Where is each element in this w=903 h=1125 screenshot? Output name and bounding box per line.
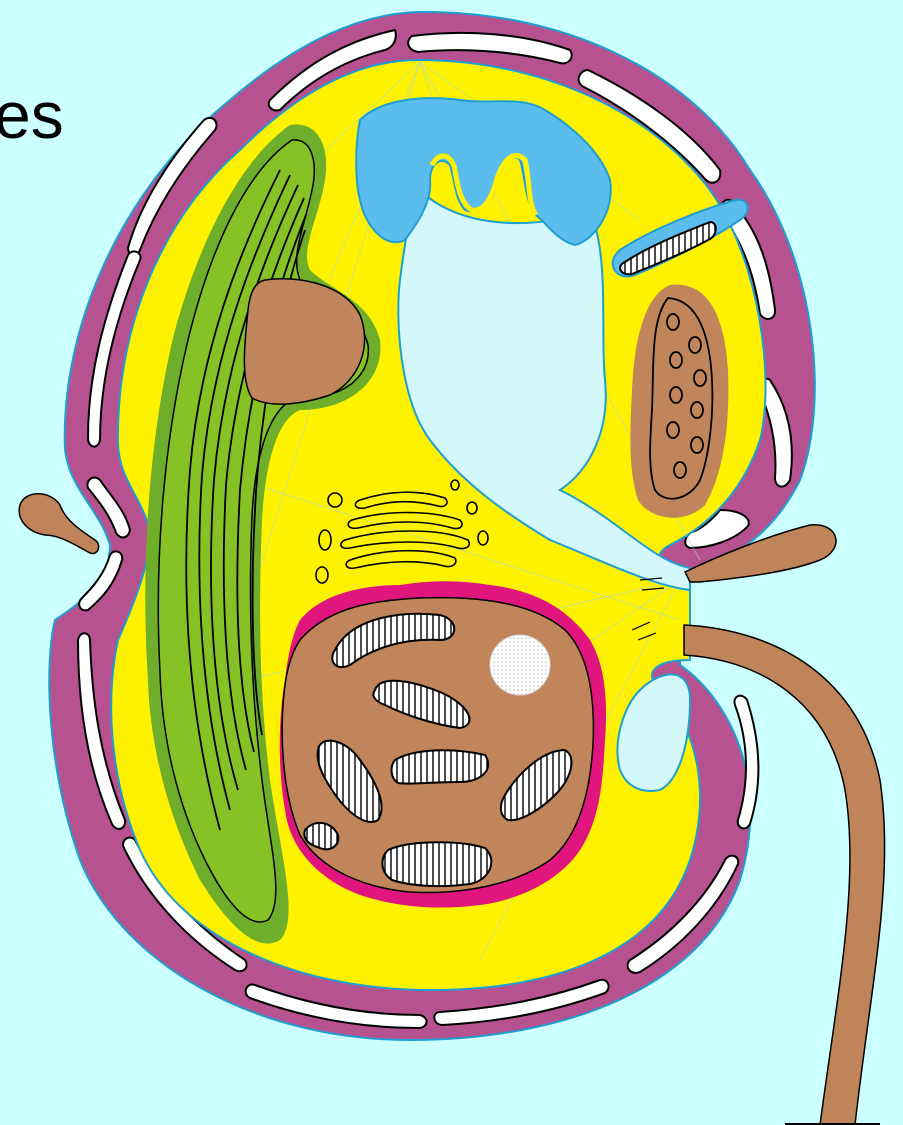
brown-organelle bbox=[630, 285, 728, 518]
nucleolus bbox=[490, 635, 550, 695]
nucleus bbox=[280, 581, 606, 907]
